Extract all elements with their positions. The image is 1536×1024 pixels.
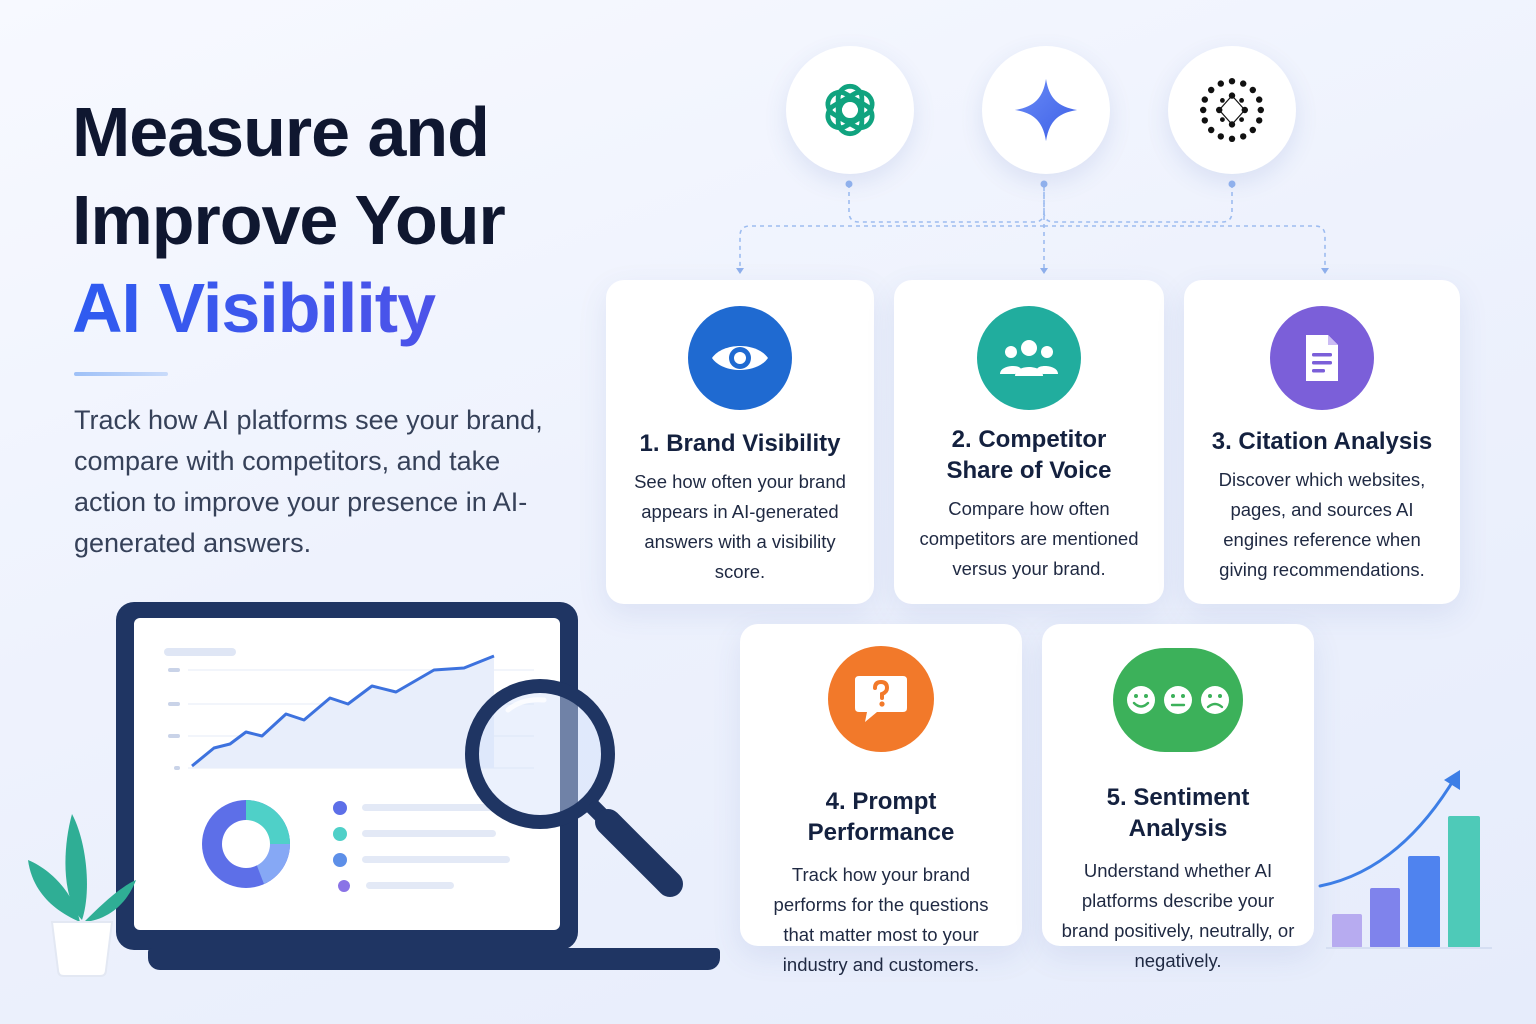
- card-title: 3. Citation Analysis: [1211, 428, 1433, 455]
- card-title: 2. Competitor Share of Voice: [912, 424, 1146, 486]
- card-description: Understand whether AI platforms describe…: [1061, 860, 1295, 971]
- headline-line-1: Measure and: [72, 93, 490, 171]
- document-icon: [1270, 306, 1374, 410]
- openai-logo-icon: [825, 83, 875, 137]
- card-title: 4. Prompt Performance: [807, 788, 955, 846]
- feature-card-citation-analysis: 3. Citation Analysis Discover which webs…: [1184, 280, 1460, 604]
- headline-line-2: Improve Your: [72, 181, 506, 259]
- platform-connectors: [736, 180, 1329, 274]
- title-divider: [74, 372, 168, 376]
- card-description: Track how your brand performs for the qu…: [773, 864, 989, 975]
- feature-card-competitor-share: 2. Competitor Share of Voice Compare how…: [894, 280, 1164, 604]
- laptop-base: [148, 948, 720, 970]
- magnifier-icon: [465, 679, 683, 897]
- card-title: 5. Sentiment Analysis: [1106, 784, 1250, 842]
- question-bubble-icon: [828, 646, 934, 752]
- sentiment-faces-icon: [1113, 648, 1243, 752]
- perplexity-platform: [1168, 46, 1296, 174]
- card-title-line-2: Share of Voice: [946, 457, 1112, 484]
- plant-illustration: [28, 814, 136, 977]
- gemini-platform: [982, 46, 1110, 174]
- feature-card-brand-visibility: 1. Brand Visibility See how often your b…: [606, 280, 874, 604]
- card-description: See how often your brand appears in AI-g…: [634, 471, 846, 582]
- card-title: 1. Brand Visibility: [639, 430, 841, 457]
- page-title: Measure and Improve Your AI Visibility: [72, 88, 592, 352]
- perplexity-dots-icon: [1200, 78, 1264, 142]
- laptop-screen: [134, 618, 560, 930]
- users-icon: [977, 306, 1081, 410]
- gemini-sparkle-icon: [1014, 78, 1078, 142]
- headline-accent: AI Visibility: [72, 264, 592, 352]
- eye-icon: [688, 306, 792, 410]
- openai-platform: [786, 46, 914, 174]
- growth-bars-icon: [1318, 770, 1492, 949]
- card-description: Discover which websites, pages, and sour…: [1218, 469, 1426, 580]
- subtitle: Track how AI platforms see your brand, c…: [74, 405, 543, 558]
- feature-card-prompt-performance: 4. Prompt Performance Track how your bra…: [740, 624, 1022, 975]
- card-title-line-1: 2. Competitor: [951, 426, 1107, 453]
- dashboard-illustration: [164, 648, 534, 892]
- feature-card-sentiment-analysis: 5. Sentiment Analysis Understand whether…: [1042, 624, 1314, 971]
- card-description: Compare how often competitors are mentio…: [919, 498, 1139, 579]
